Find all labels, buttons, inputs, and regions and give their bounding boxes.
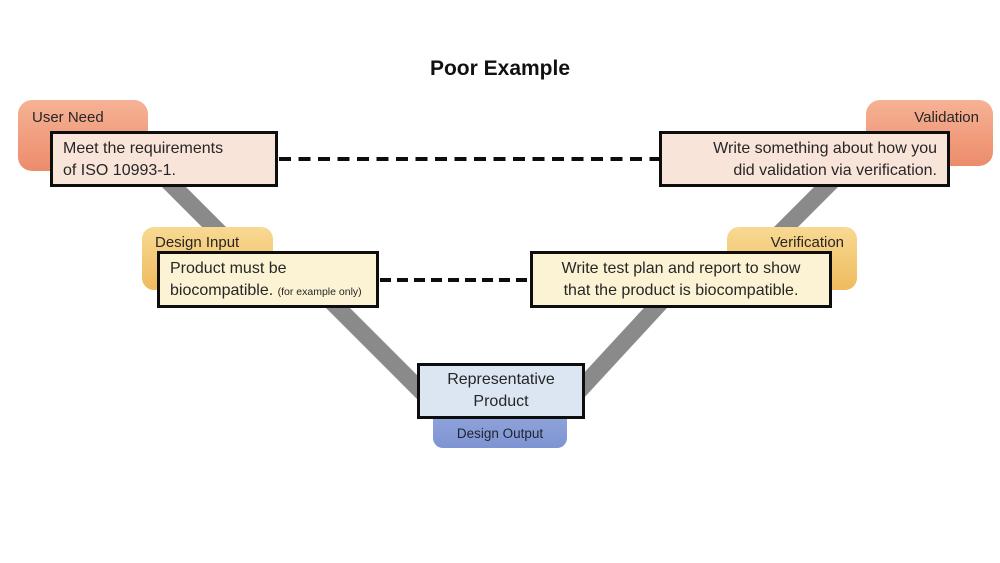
box-design-input: Product must be biocompatible. (for exam…: [157, 251, 379, 308]
tab-design-output-label: Design Output: [456, 426, 544, 441]
box-design-input-line2: biocompatible. (for example only): [170, 280, 370, 302]
diagram-title: Poor Example: [429, 57, 571, 80]
tab-validation-label: Validation: [914, 109, 979, 126]
box-design-input-note: (for example only): [277, 286, 362, 299]
box-representative-product: Representative Product: [417, 363, 585, 419]
box-verification-line1: Write test plan and report to show: [561, 260, 801, 277]
box-design-input-line1: Product must be: [170, 260, 287, 277]
box-validation: Write something about how you did valida…: [659, 131, 950, 187]
box-verification-line2: that the product is biocompatible.: [563, 282, 799, 300]
box-user-need-line2: of ISO 10993-1.: [63, 162, 176, 180]
box-validation-line2: did validation via verification.: [733, 162, 937, 180]
box-representative-product-line2: Product: [473, 393, 529, 411]
tab-user-need-label: User Need: [32, 109, 104, 126]
box-design-input-line2-text: biocompatible.: [170, 282, 274, 300]
tab-verification-label: Verification: [770, 234, 844, 251]
box-user-need-line1: Meet the requirements: [63, 140, 224, 157]
box-verification: Write test plan and report to show that …: [530, 251, 832, 308]
box-representative-product-line1: Representative: [447, 371, 555, 388]
box-user-need: Meet the requirements of ISO 10993-1.: [50, 131, 278, 187]
box-validation-line1: Write something about how you: [713, 140, 937, 157]
tab-design-input-label: Design Input: [155, 234, 240, 251]
